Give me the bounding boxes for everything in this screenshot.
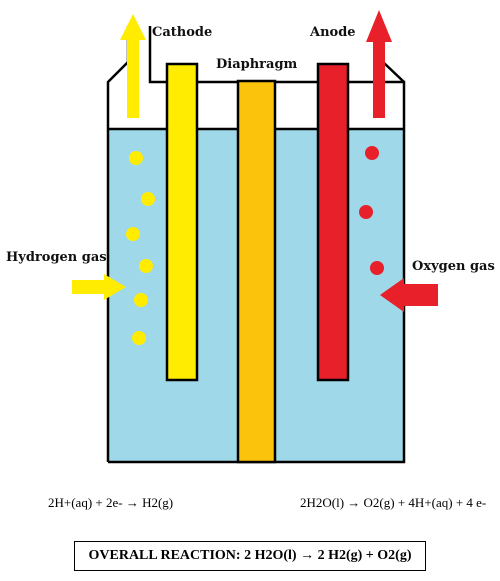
hydrogen-bubble [134,293,148,307]
hydrogen-bubble [126,227,140,241]
diaphragm-label: Diaphragm [216,57,298,72]
hydrogen-bubble [139,259,153,273]
hydrogen-bubble [129,151,143,165]
cathode-gas-up-arrow [120,14,146,118]
oxygen-gas-arrow [380,278,438,312]
diaphragm [236,79,277,464]
oxygen-bubble [370,261,384,275]
oxygen-gas-label: Oxygen gas [412,259,495,274]
oxygen-bubble [365,146,379,160]
hydrogen-bubbles [126,151,155,345]
oxygen-bubble [359,205,373,219]
hydrogen-gas-arrow [72,274,126,300]
hydrogen-gas-label: Hydrogen gas [6,250,107,265]
cell-container [106,26,406,464]
anode-electrode [316,62,350,382]
anode-label: Anode [310,25,356,40]
anode-gas-up-arrow [366,10,392,118]
cathode-equation: 2H+(aq) + 2e- → H2(g) [48,495,174,510]
overall-reaction-box: OVERALL REACTION: 2 H2O(l) → 2 H2(g) + O… [74,541,426,571]
hydrogen-bubble [141,192,155,206]
cathode-label: Cathode [152,25,213,40]
oxygen-bubbles [359,146,384,275]
cathode-electrode [165,62,199,382]
anode-equation: 2H2O(l) → O2(g) + 4H+(aq) + 4 e- [300,495,487,510]
hydrogen-bubble [132,331,146,345]
